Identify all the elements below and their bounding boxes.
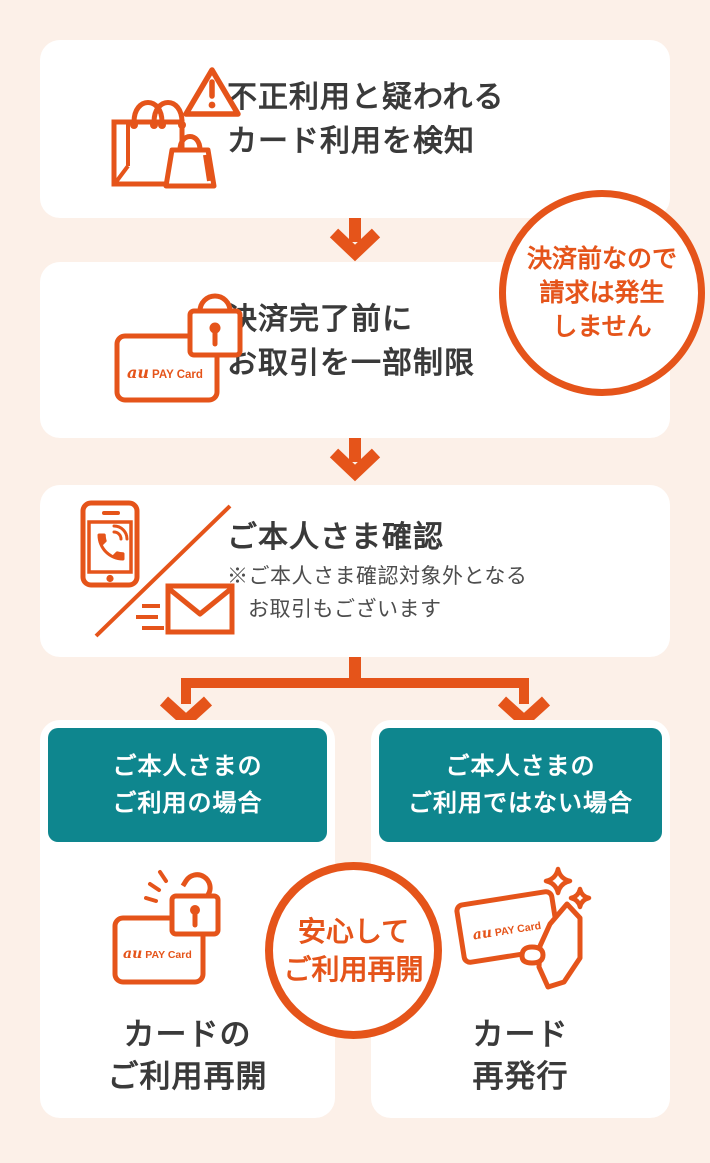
result-left-label: カードの ご利用再開 — [107, 1017, 268, 1094]
arrow-down-icon — [329, 218, 381, 262]
step1-card: 不正利用と疑われる カード利用を検知 — [40, 40, 670, 218]
step3-title: ご本人さま確認 — [227, 521, 444, 554]
result-right-header: ご本人さまの ご利用ではない場合 — [379, 728, 662, 842]
card-in-hand-icon: auPAY Card — [454, 866, 592, 990]
no-billing-badge: 決済前なので 請求は発生 しません — [499, 190, 705, 396]
shopping-bags-warning-icon — [111, 67, 241, 189]
phone-or-mail-icon — [80, 500, 235, 638]
safe-resume-badge: 安心して ご利用再開 — [265, 862, 442, 1039]
step3-note: ※ご本人さま確認対象外となる お取引もございます — [227, 565, 528, 621]
result-left-header: ご本人さまの ご利用の場合 — [48, 728, 327, 842]
result-right-label: カード 再発行 — [472, 1017, 569, 1094]
step2-title: 決済完了前に お取引を一部制限 — [227, 303, 475, 380]
step1-title: 不正利用と疑われる カード利用を検知 — [227, 81, 505, 158]
arrow-down-icon — [329, 438, 381, 482]
